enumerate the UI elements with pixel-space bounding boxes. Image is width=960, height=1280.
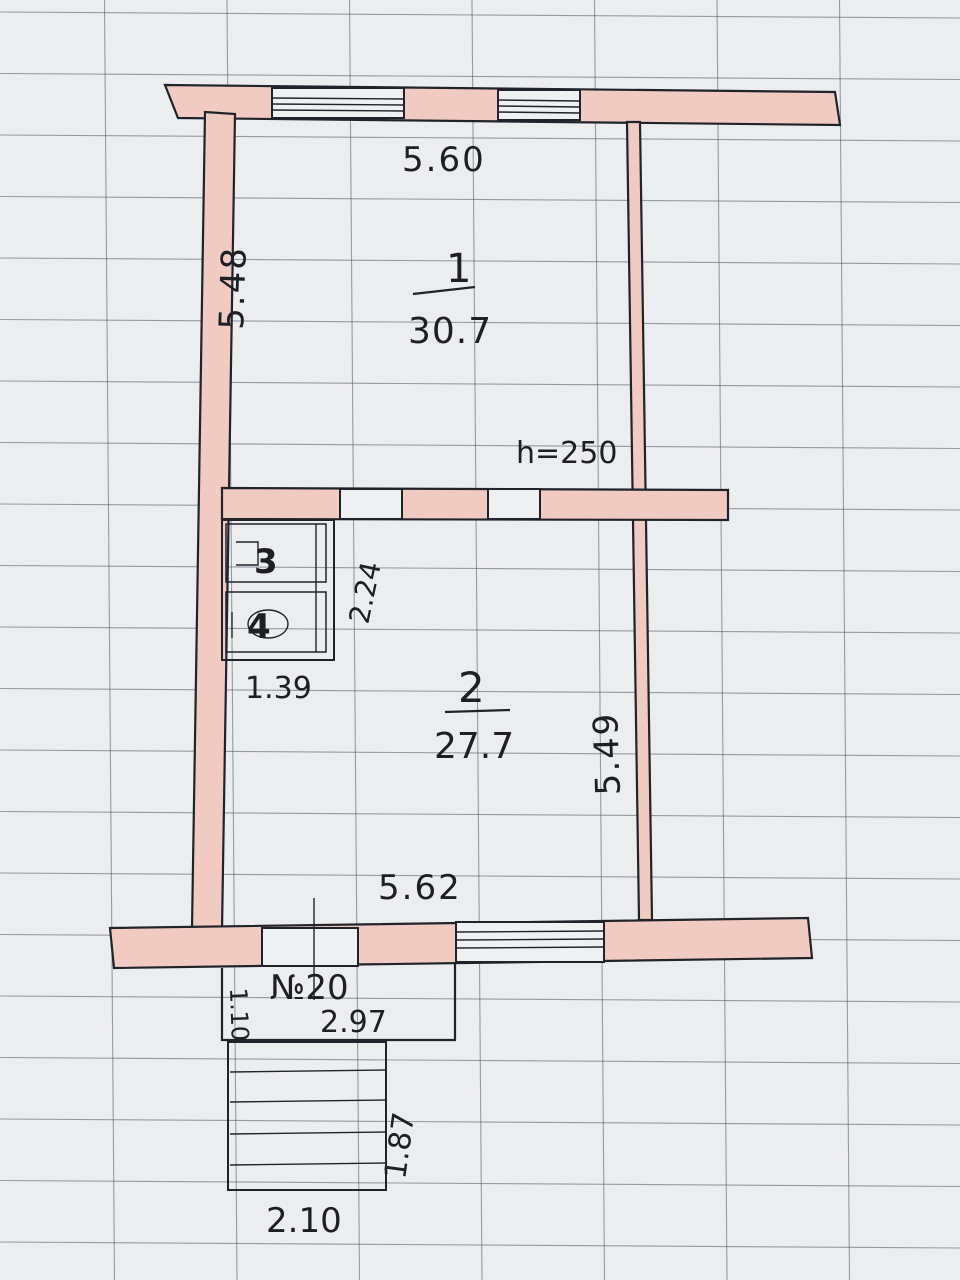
grid-line-horizontal	[0, 687, 960, 696]
room-2-length-label: 5.49	[586, 711, 629, 796]
bottom-openings	[261, 898, 605, 1000]
grid-line-horizontal	[0, 1056, 960, 1065]
middle-partition	[220, 486, 730, 522]
room-1-length-label: 5.48	[212, 245, 255, 330]
grid-line-horizontal	[0, 872, 960, 880]
grid-line-horizontal	[0, 1118, 960, 1126]
stairs-width-label: 2.10	[266, 1201, 342, 1241]
grid-line-horizontal	[0, 257, 960, 265]
grid-line-horizontal	[0, 72, 960, 81]
grid-line-vertical	[838, 0, 851, 1280]
bathroom-block	[221, 519, 335, 661]
grid-line-horizontal	[0, 1179, 960, 1188]
top-windows	[271, 87, 581, 121]
stairs-length-label: 1.87	[378, 1110, 422, 1181]
grid-line-horizontal	[0, 749, 960, 757]
grid-line-horizontal	[0, 318, 960, 327]
room-2-fraction-bar	[444, 708, 511, 714]
grid-line-horizontal	[0, 810, 960, 819]
grid-line-horizontal	[0, 11, 960, 19]
grid-line-vertical	[593, 0, 606, 1280]
room-4-number: 4	[247, 607, 271, 647]
grid-line-horizontal	[0, 995, 960, 1003]
ceiling-height-label: h=250	[516, 436, 617, 471]
room-2-number: 2	[458, 663, 485, 712]
porch-width-label: 2.97	[320, 1005, 387, 1040]
right-wall	[625, 120, 654, 922]
room-1-fraction-bar	[412, 285, 476, 296]
grid-line-horizontal	[0, 134, 960, 142]
bathroom-width-label: 1.39	[245, 671, 312, 706]
grid-line-vertical	[348, 0, 361, 1280]
grid-line-vertical	[716, 0, 728, 1280]
room-1-width-label: 5.60	[402, 140, 486, 180]
porch-and-stairs	[220, 962, 457, 1191]
room-3-number: 3	[254, 542, 278, 582]
grid-line-vertical	[103, 0, 116, 1280]
room-2-width-label: 5.62	[378, 868, 462, 908]
grid-line-horizontal	[0, 441, 960, 450]
grid-line-horizontal	[0, 380, 960, 388]
grid-line-horizontal	[0, 626, 960, 634]
walls	[108, 83, 842, 970]
porch-depth-label: 1.10	[224, 987, 254, 1041]
entrance-number-label: №20	[270, 968, 349, 1008]
room-2-area: 27.7	[434, 726, 514, 767]
partition-openings	[339, 488, 541, 520]
room-1-area: 30.7	[408, 311, 492, 352]
grid-line-horizontal	[0, 564, 960, 573]
grid-line-vertical	[471, 0, 483, 1280]
room-1-number: 1	[446, 246, 471, 292]
grid-line-horizontal	[0, 1241, 960, 1249]
bathroom-length-label: 2.24	[343, 559, 388, 627]
grid-line-horizontal	[0, 195, 960, 204]
